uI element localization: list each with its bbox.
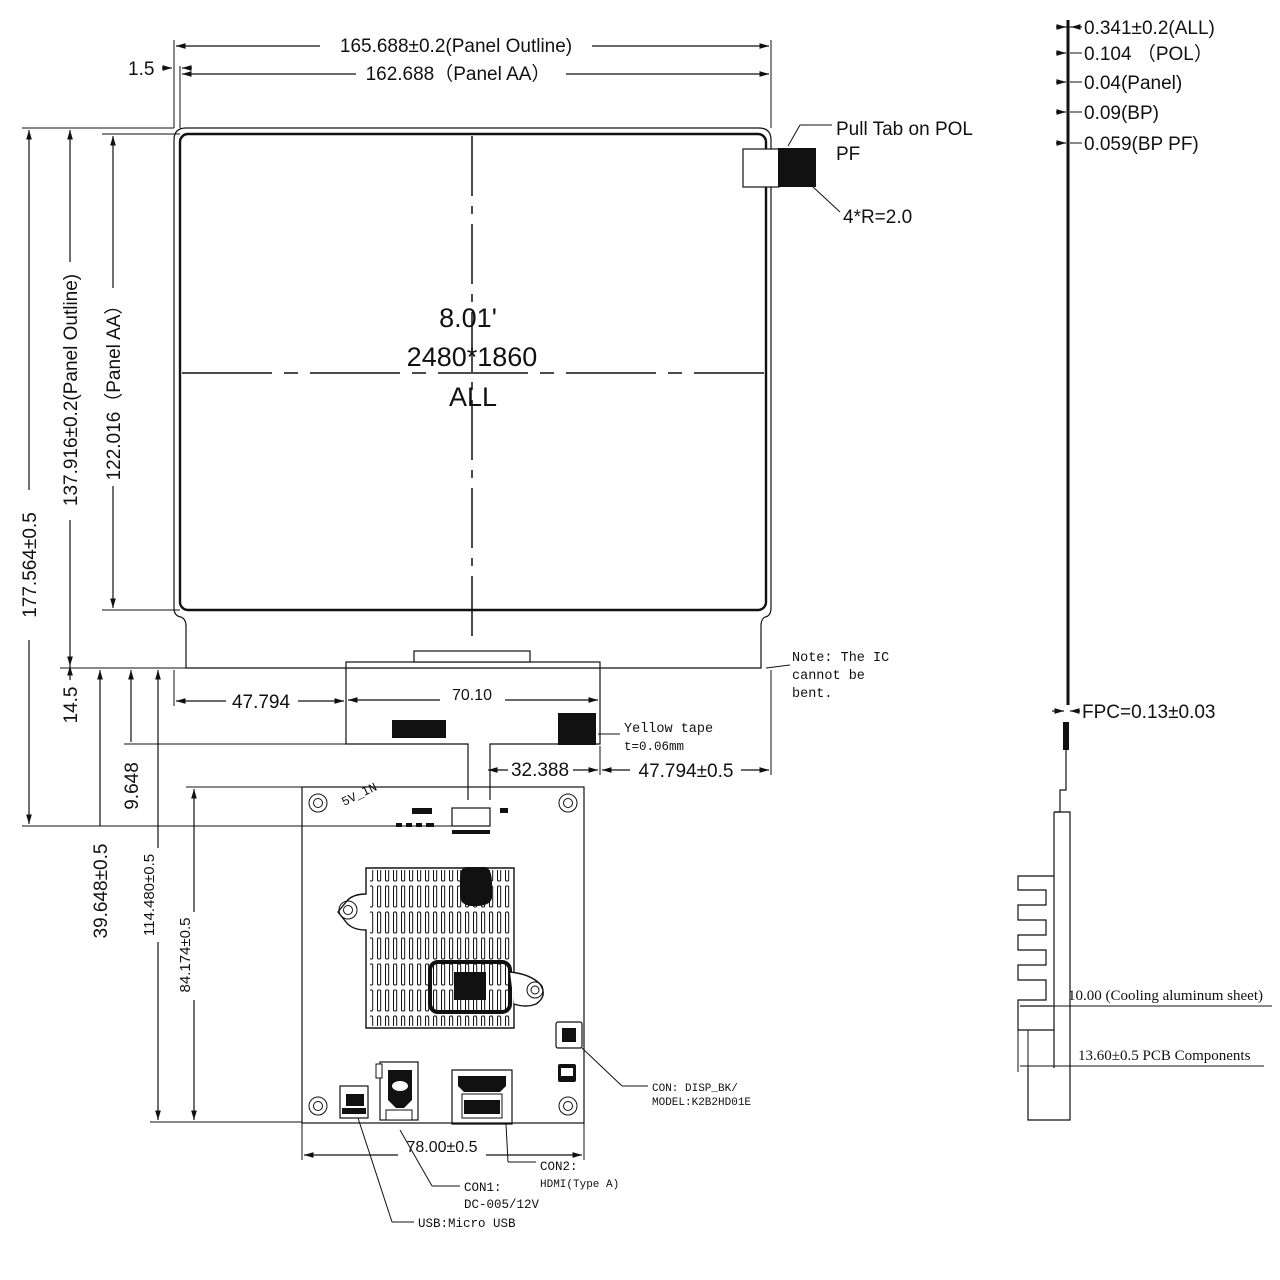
fpc-connector [451, 807, 491, 827]
pcb-board: 5V_IN CON: DISP_BK/ MODEL:K2B2HD01E [301, 781, 751, 1231]
side-cooling: 10.00 (Cooling aluminum sheet) [1068, 988, 1263, 1004]
smd-parts [396, 823, 490, 834]
con-disp-model: MODEL:K2B2HD01E [652, 1097, 751, 1109]
side-pcb-components: 13.60±0.5 PCB Components [1078, 1048, 1251, 1064]
disp-bk-connector [555, 1021, 583, 1049]
panel-aa-height: 122.016（Panel AA） [103, 296, 125, 481]
panel-outline-height: 137.916±0.2(Panel Outline) [61, 274, 82, 506]
micro-usb [339, 1085, 369, 1119]
note-ic-3: bent. [792, 687, 833, 702]
pcb-width: 78.00±0.5 [406, 1139, 477, 1156]
corner-radius: 4*R=2.0 [843, 207, 912, 228]
fpc-section: Yellow tape t=0.06mm Note: The IC cannot… [173, 651, 889, 800]
yellow-tape-thickness: t=0.06mm [624, 740, 684, 754]
dim-47-794-right: 47.794±0.5 [639, 761, 734, 782]
panel-size: 8.01' [439, 303, 497, 333]
panel-front-view: 8.01' 2480*1860 ALL Pull Tab on POL PF 4… [173, 119, 973, 669]
top-dimensions: 165.688±0.2(Panel Outline) 1.5 162.688（P… [128, 36, 772, 128]
total-height: 177.564±0.5 [20, 512, 41, 618]
pull-tab-label-2: PF [836, 144, 860, 165]
dim-47-794-left: 47.794 [232, 692, 291, 713]
side-fpc: FPC=0.13±0.03 [1082, 702, 1215, 723]
yellow-tape [558, 713, 596, 745]
con-disp-label: CON: DISP_BK/ [652, 1083, 738, 1095]
yellow-tape-label: Yellow tape [624, 722, 713, 737]
dim-14-5: 14.5 [61, 687, 82, 724]
panel-aa-width: 162.688（Panel AA） [366, 63, 551, 85]
panel-all: ALL [449, 382, 497, 412]
con2-label: CON2: [540, 1160, 578, 1174]
con1-dc: DC-005/12V [464, 1198, 540, 1212]
dim-32-388: 32.388 [511, 760, 569, 781]
left-dimensions: 177.564±0.5 137.916±0.2(Panel Outline) 1… [20, 127, 455, 1123]
side-bp: 0.09(BP) [1084, 103, 1159, 124]
side-pol: 0.104 （POL） [1084, 43, 1213, 65]
panel-resolution: 2480*1860 [407, 342, 538, 372]
pull-tab [778, 148, 816, 187]
pull-tab-label: Pull Tab on POL [836, 119, 973, 140]
active-area [178, 132, 768, 612]
ic-chip [392, 720, 446, 738]
soc-chip [454, 972, 486, 1000]
pcb-outline [301, 786, 585, 1124]
side-bp-pf: 0.059(BP PF) [1084, 134, 1199, 155]
dim-70-10: 70.10 [452, 687, 492, 704]
mounting-hole-icon [308, 793, 578, 1116]
dim-39-648: 39.648±0.5 [91, 844, 112, 939]
panel-outline-width: 165.688±0.2(Panel Outline) [340, 36, 572, 57]
dim-9-648: 9.648 [122, 762, 143, 810]
silk-5v-in: 5V_IN [340, 781, 380, 810]
usb-label: USB:Micro USB [418, 1217, 516, 1231]
soc-frame [428, 960, 512, 1014]
note-ic-1: Note: The IC [792, 651, 889, 666]
dim-114-480: 114.480±0.5 [141, 854, 158, 936]
side-panel: 0.04(Panel) [1084, 73, 1182, 94]
side-heatsink [1017, 875, 1054, 1031]
note-ic-2: cannot be [792, 669, 865, 684]
offset-1-5: 1.5 [128, 59, 154, 80]
hdmi-connector [451, 1069, 513, 1125]
side-view: 0.341±0.2(ALL) 0.104 （POL） 0.04(Panel) 0… [1017, 18, 1272, 1121]
chip-top [460, 867, 492, 906]
side-all: 0.341±0.2(ALL) [1084, 18, 1215, 39]
dim-84-174: 84.174±0.5 [177, 918, 194, 993]
con1-label: CON1: [464, 1181, 502, 1195]
con2-hdmi: HDMI(Type A) [540, 1179, 619, 1191]
